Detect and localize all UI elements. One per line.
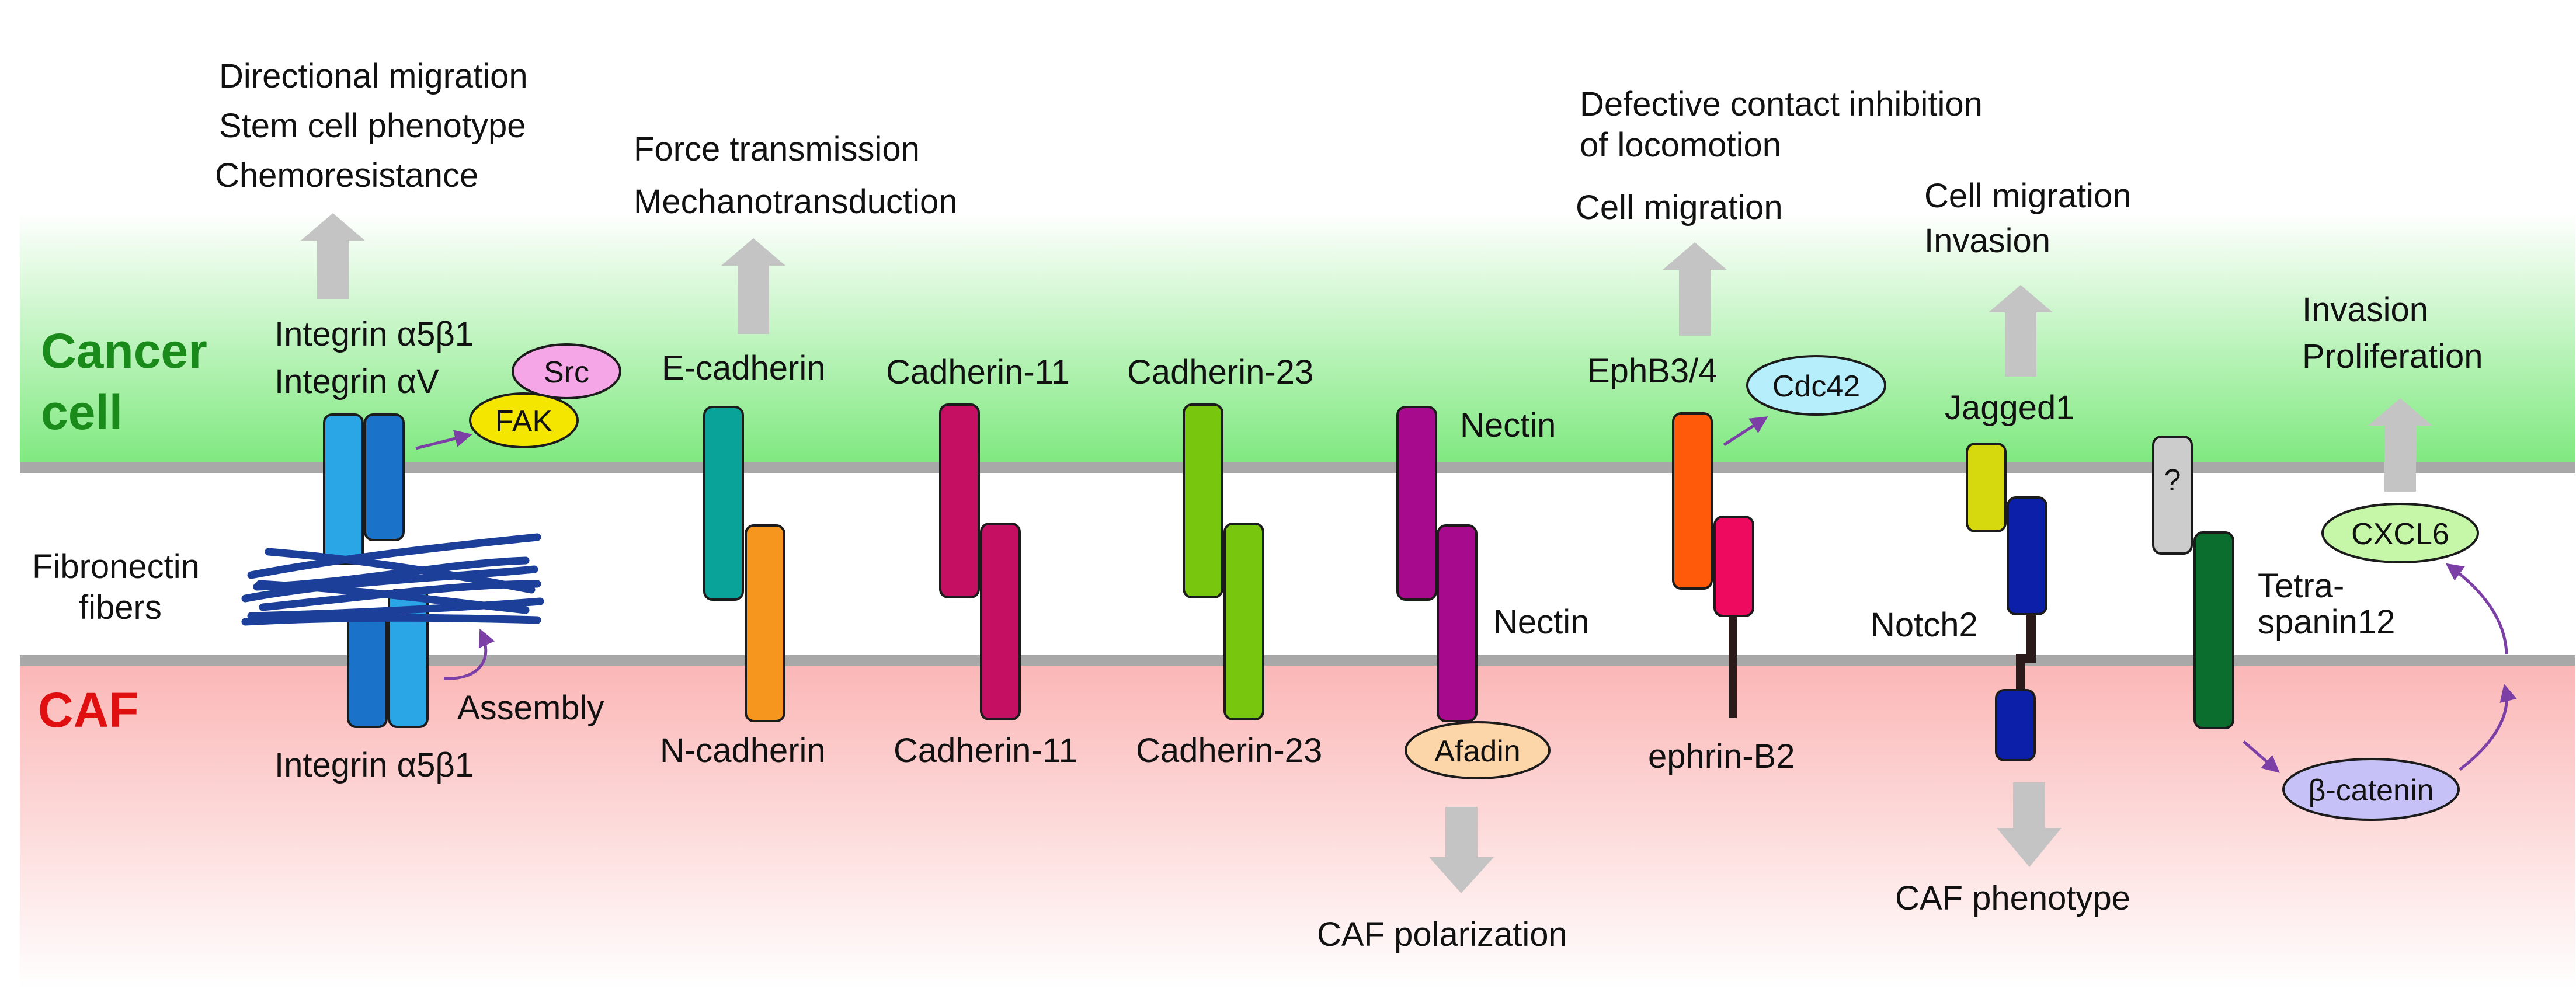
notch-effect-bottom: CAF phenotype: [1895, 879, 2130, 917]
cadherin23-caf-molecule: [1223, 523, 1264, 720]
beta-catenin-to-cxcl6-arrow-2: [2445, 563, 2508, 655]
afadin-protein: [1405, 721, 1551, 779]
cdc42-protein: [1746, 355, 1886, 416]
nectin-bottom-label: Nectin: [1493, 603, 1589, 641]
integrin-cancer-light-subunit: [323, 413, 364, 565]
nectin-group: Nectin Nectin Afadin CAF polarization: [1317, 406, 1589, 953]
integrin-effect-arrow: [301, 213, 365, 299]
fibronectin-label-2: fibers: [79, 589, 162, 626]
notch2-linker: [2016, 614, 2036, 692]
fak-label: FAK: [495, 405, 553, 438]
eph-effect-3: Cell migration: [1576, 189, 1783, 227]
nectin-cancer-molecule: [1396, 406, 1437, 601]
ecad-effect-2: Mechanotransduction: [634, 183, 958, 221]
caf-zone-label: CAF: [38, 683, 139, 737]
notch2-label: Notch2: [1871, 606, 1978, 644]
nectin-top-label: Nectin: [1460, 406, 1556, 444]
notch-group: Cell migration Invasion Jagged1 Notch2 C…: [1871, 177, 2132, 917]
notch-effect-arrow-up: [1989, 285, 2053, 377]
nectin-effect-label: CAF polarization: [1317, 916, 1567, 953]
cadherin23-bottom-label: Cadherin-23: [1136, 732, 1322, 770]
eph-effect-arrow: [1663, 242, 1727, 336]
integrin-top-label-1: Integrin α5β1: [274, 315, 474, 353]
beta-catenin-protein: [2282, 758, 2460, 821]
fibronectin-fibers: [241, 533, 544, 626]
ecadherin-group: Force transmission Mechanotransduction E…: [634, 130, 958, 770]
unknown-receptor-label: ?: [2164, 464, 2181, 497]
cdc42-label: Cdc42: [1772, 370, 1860, 403]
integrin-effect-3: Chemoresistance: [215, 156, 478, 194]
tetraspanin12-molecule: [2193, 531, 2234, 729]
cxcl6-protein: [2321, 503, 2479, 563]
ecadherin-label: E-cadherin: [662, 349, 825, 387]
ecadherin-molecule: [703, 406, 744, 601]
cadherin23-top-label: Cadherin-23: [1127, 353, 1313, 391]
tetraspanin-group: Invasion Proliferation ? Tetra- spanin12…: [2152, 291, 2517, 821]
cadherin11-caf-molecule: [980, 523, 1021, 720]
integrin-group: Directional migration Stem cell phenotyp…: [32, 57, 621, 784]
beta-catenin-label: β-catenin: [2309, 774, 2434, 807]
notch2-extracellular: [2007, 496, 2047, 615]
cancer-cell-membrane: [20, 462, 2575, 473]
tetra-effect-1: Invasion: [2302, 291, 2428, 329]
beta-catenin-to-cxcl6-arrow: [2459, 684, 2517, 771]
ephrinb2-label: ephrin-B2: [1648, 737, 1795, 775]
ecad-effect-arrow: [721, 238, 785, 334]
integrin-caf-dark-subunit: [347, 609, 388, 728]
ephb34-label: EphB3/4: [1587, 352, 1718, 390]
eph-effect-1: Defective contact inhibition: [1580, 85, 1983, 123]
cxcl6-label: CXCL6: [2351, 517, 2449, 551]
unknown-receptor: [2152, 436, 2193, 555]
tetraspanin12-label-1: Tetra-: [2258, 567, 2344, 605]
src-label: Src: [544, 356, 589, 389]
fibronectin-label-1: Fibronectin: [32, 548, 200, 586]
cadherin11-group: Cadherin-11 Cadherin-11: [886, 353, 1077, 770]
integrin-effect-1: Directional migration: [219, 57, 528, 95]
tetra-to-beta-catenin-arrow: [2243, 740, 2280, 773]
notch-effect-2: Invasion: [1924, 222, 2050, 260]
src-protein: [512, 343, 621, 399]
assembly-arrow: [443, 628, 495, 680]
integrin-bottom-label: Integrin α5β1: [274, 746, 474, 784]
cancer-cell-region: [20, 213, 2575, 470]
jagged1-molecule: [1966, 443, 2007, 532]
ephrinb2-molecule: [1713, 516, 1754, 617]
assembly-label: Assembly: [457, 689, 604, 727]
jagged1-label: Jagged1: [1945, 389, 2075, 427]
tetraspanin12-label-2: spanin12: [2258, 603, 2395, 641]
eph-to-cdc42-arrow: [1723, 416, 1768, 447]
cadherin23-group: Cadherin-23 Cadherin-23: [1127, 353, 1322, 770]
notch-effect-arrow-down: [1997, 782, 2062, 867]
integrin-to-fak-arrow: [415, 430, 472, 450]
ephrinb2-stalk: [1729, 616, 1737, 718]
nectin-caf-molecule: [1437, 524, 1478, 722]
afadin-label: Afadin: [1434, 735, 1520, 768]
nectin-effect-arrow: [1429, 807, 1494, 893]
cadherin11-cancer-molecule: [939, 403, 980, 598]
tetra-effect-arrow: [2368, 398, 2432, 492]
notch-effect-1: Cell migration: [1924, 177, 2132, 215]
cancer-cell-zone-label: Cancer: [41, 323, 207, 378]
caf-region: [20, 663, 2575, 990]
ncadherin-molecule: [745, 524, 785, 722]
eph-effect-2: of locomotion: [1580, 126, 1781, 164]
notch2-intracellular: [1995, 689, 2036, 761]
integrin-cancer-dark-subunit: [364, 413, 405, 541]
ephb34-molecule: [1672, 412, 1713, 590]
ecad-effect-1: Force transmission: [634, 130, 920, 168]
integrin-top-label-2: Integrin αV: [274, 363, 439, 401]
cancer-cell-zone-label-2: cell: [41, 385, 123, 440]
cadherin11-bottom-label: Cadherin-11: [894, 732, 1077, 770]
ncadherin-label: N-cadherin: [660, 732, 826, 770]
cadherin23-cancer-molecule: [1183, 403, 1223, 598]
eph-group: Defective contact inhibition of locomoti…: [1576, 85, 1983, 775]
fak-protein: [469, 392, 579, 448]
integrin-effect-2: Stem cell phenotype: [219, 107, 526, 145]
tetra-effect-2: Proliferation: [2302, 337, 2483, 375]
caf-membrane: [20, 655, 2575, 666]
cadherin11-top-label: Cadherin-11: [886, 353, 1070, 391]
